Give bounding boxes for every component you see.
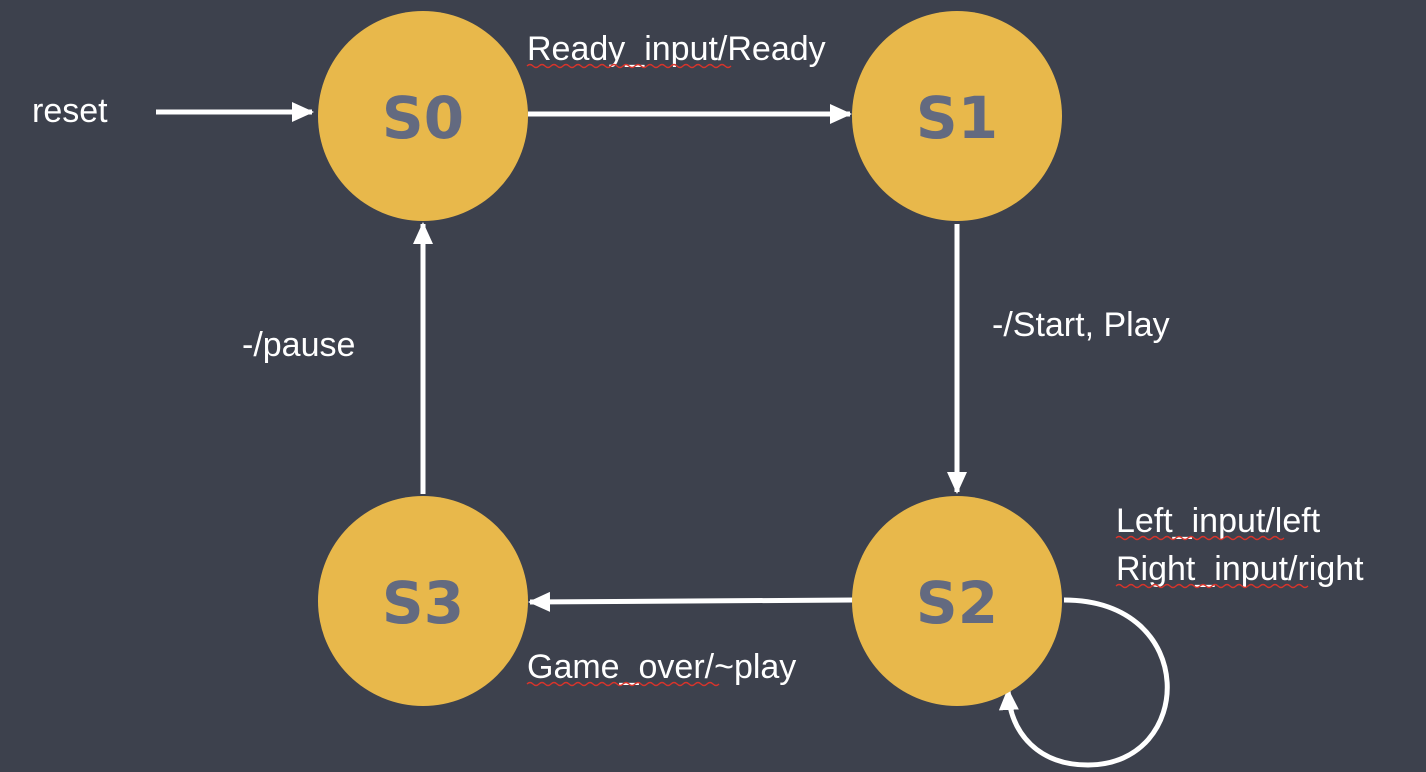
s0-to-s1-label: Ready_input/Ready xyxy=(527,30,826,68)
spell-underline xyxy=(1115,535,1285,541)
reset-label: reset xyxy=(32,92,108,130)
state-s2-label: S2 xyxy=(916,569,998,637)
spell-underline xyxy=(526,681,720,687)
state-s0-label: S0 xyxy=(382,84,464,152)
s3-to-s0-label: -/pause xyxy=(242,326,355,364)
s2-to-s3-arrow xyxy=(528,591,855,612)
spell-underline xyxy=(526,63,732,69)
state-s3: S3 xyxy=(318,496,528,706)
s2-self-loop-label-right: Right_input/right xyxy=(1116,550,1364,588)
state-s1-label: S1 xyxy=(916,84,998,152)
s2-self-loop-arrow xyxy=(998,597,1170,768)
spell-underline xyxy=(1115,583,1309,589)
s2-self-loop-label-left: Left_input/left xyxy=(1116,502,1321,540)
state-s1: S1 xyxy=(852,11,1062,221)
state-s2: S2 xyxy=(852,496,1062,706)
s1-to-s2-label: -/Start, Play xyxy=(992,306,1170,344)
s2-to-s3-label: Game_over/~play xyxy=(527,648,796,686)
state-s3-label: S3 xyxy=(382,569,464,637)
state-s0: S0 xyxy=(318,11,528,221)
